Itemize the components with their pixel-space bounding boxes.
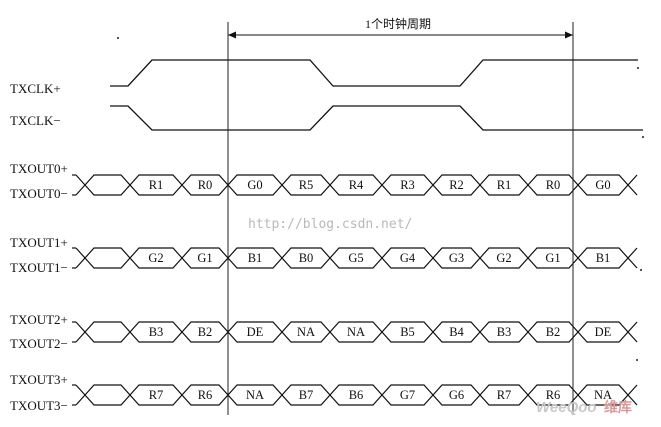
- bit-cell-label: R4: [349, 178, 364, 192]
- bit-cell: [84, 174, 131, 196]
- lane-lead-cross-top: [75, 321, 86, 333]
- bit-cell-label: NA: [246, 388, 264, 402]
- scan-dot: [116, 36, 120, 40]
- bit-cell-label: B6: [349, 388, 364, 402]
- lane-trail-bottom: [627, 394, 638, 406]
- bit-cell-label: B7: [299, 388, 314, 402]
- data-lane-2: B3 B2 DE NA NA B5 B4 B3 B2 DE TXOUT2+ TXOUT2−: [10, 312, 638, 351]
- clock-group: TXCLK+ TXCLK−: [10, 59, 643, 131]
- bit-cell-label: G2: [148, 251, 163, 265]
- period-label: 1个时钟周期: [365, 16, 431, 31]
- bit-cell-label: G4: [400, 251, 416, 265]
- bit-cell-label: G2: [496, 251, 511, 265]
- lane-3-minus-label: TXOUT3−: [10, 398, 68, 413]
- bit-cell-label: B0: [299, 251, 314, 265]
- bit-cell-label: R6: [546, 388, 561, 402]
- lane-lead-cross-top: [75, 247, 86, 259]
- bit-cell-label: NA: [347, 325, 365, 339]
- scan-artifacts: [116, 36, 645, 362]
- bit-cell-label: NA: [594, 388, 612, 402]
- data-lanes-group: R1 R0 G0 R5 R4 R3 R2 R1 R0 G0 TXOUT0+ TXOUT0− G2 G1 B1…: [10, 161, 638, 413]
- bit-cell-label: R7: [497, 388, 512, 402]
- bit-cell-label: G3: [449, 251, 464, 265]
- bit-cell-label: G5: [348, 251, 363, 265]
- bit-cell-label: R5: [299, 178, 314, 192]
- lane-lead-cross-bottom: [75, 394, 86, 406]
- lane-lead-cross-bottom: [75, 331, 86, 343]
- bit-cell-label: R1: [497, 178, 512, 192]
- bit-cell-label: R6: [198, 388, 213, 402]
- bit-cell-label: B3: [149, 325, 164, 339]
- period-arrow-right-head: [565, 31, 573, 39]
- lane-lead-cross-top: [75, 384, 86, 396]
- lane-trail-bottom: [627, 257, 638, 269]
- bit-cell-label: B2: [198, 325, 213, 339]
- watermark-brand: WeeQoo: [536, 399, 597, 416]
- clock-period-annotation: 1个时钟周期: [228, 16, 573, 39]
- bit-cell-label: NA: [297, 325, 315, 339]
- lane-trail-top: [627, 247, 638, 259]
- lane-trail-top: [627, 384, 638, 396]
- bit-cell-label: B2: [546, 325, 561, 339]
- bit-cell-label: G1: [197, 251, 212, 265]
- bit-cell-label: G7: [400, 388, 415, 402]
- clock-minus-label: TXCLK−: [10, 113, 61, 128]
- bit-cell-label: G0: [247, 178, 262, 192]
- bit-cell-label: R2: [449, 178, 464, 192]
- scan-dot: [639, 268, 643, 272]
- scan-dot: [641, 135, 645, 139]
- lane-lead-cross-top: [75, 174, 86, 186]
- bit-cell-label: DE: [595, 325, 612, 339]
- bit-cell-label: R0: [546, 178, 561, 192]
- bit-cell-label: B3: [497, 325, 512, 339]
- bit-cell-label: R1: [149, 178, 164, 192]
- lane-lead-cross-bottom: [75, 257, 86, 269]
- bit-cell-label: B4: [449, 325, 464, 339]
- lane-0-minus-label: TXOUT0−: [10, 186, 68, 201]
- lane-trail-top: [627, 174, 638, 186]
- bit-cell-label: DE: [247, 325, 264, 339]
- bit-cell-label: R0: [198, 178, 213, 192]
- scan-dot: [635, 358, 639, 362]
- lane-2-minus-label: TXOUT2−: [10, 336, 68, 351]
- bit-cell: [84, 321, 131, 343]
- bit-cell-label: R7: [149, 388, 164, 402]
- lane-0-plus-label: TXOUT0+: [10, 161, 68, 176]
- bit-cell-label: B5: [400, 325, 415, 339]
- watermark-brand-cn: 维库: [604, 399, 632, 416]
- lane-trail-top: [627, 321, 638, 333]
- bit-cell-label: R3: [400, 178, 415, 192]
- data-lane-1: G2 G1 B1 B0 G5 G4 G3 G2 G1 B1 TXOUT1+ TXOUT1−: [10, 235, 638, 275]
- watermark-url: http://blog.csdn.net/: [248, 217, 412, 232]
- reference-lines: [227, 22, 574, 415]
- data-lane-3: R7 R6 NA B7 B6 G7 G6 R7 R6 NA TXOUT3+ TXOUT3−: [10, 372, 638, 413]
- data-lane-0: R1 R0 G0 R5 R4 R3 R2 R1 R0 G0 TXOUT0+ TXOUT0−: [10, 161, 638, 201]
- bit-cell-label: G1: [545, 251, 560, 265]
- lane-3-plus-label: TXOUT3+: [10, 372, 68, 387]
- lane-1-plus-label: TXOUT1+: [10, 235, 68, 250]
- clock-plus-label: TXCLK+: [10, 81, 61, 96]
- clock-plus-waveform: [110, 59, 638, 87]
- clock-minus-waveform: [110, 105, 643, 131]
- scan-dot: [636, 66, 640, 70]
- lane-trail-bottom: [627, 331, 638, 343]
- lane-2-plus-label: TXOUT2+: [10, 312, 68, 327]
- watermarks: http://blog.csdn.net/ WeeQoo 维库: [248, 217, 632, 416]
- bit-cell: [84, 384, 131, 406]
- lane-trail-bottom: [627, 184, 638, 196]
- bit-cell-label: G0: [595, 178, 610, 192]
- lane-1-minus-label: TXOUT1−: [10, 260, 68, 275]
- lane-lead-cross-bottom: [75, 184, 86, 196]
- bit-cell-label: G6: [449, 388, 464, 402]
- period-arrow-left-head: [228, 31, 236, 39]
- bit-cell-label: B1: [248, 251, 263, 265]
- bit-cell: [84, 247, 131, 269]
- bit-cell-label: B1: [596, 251, 611, 265]
